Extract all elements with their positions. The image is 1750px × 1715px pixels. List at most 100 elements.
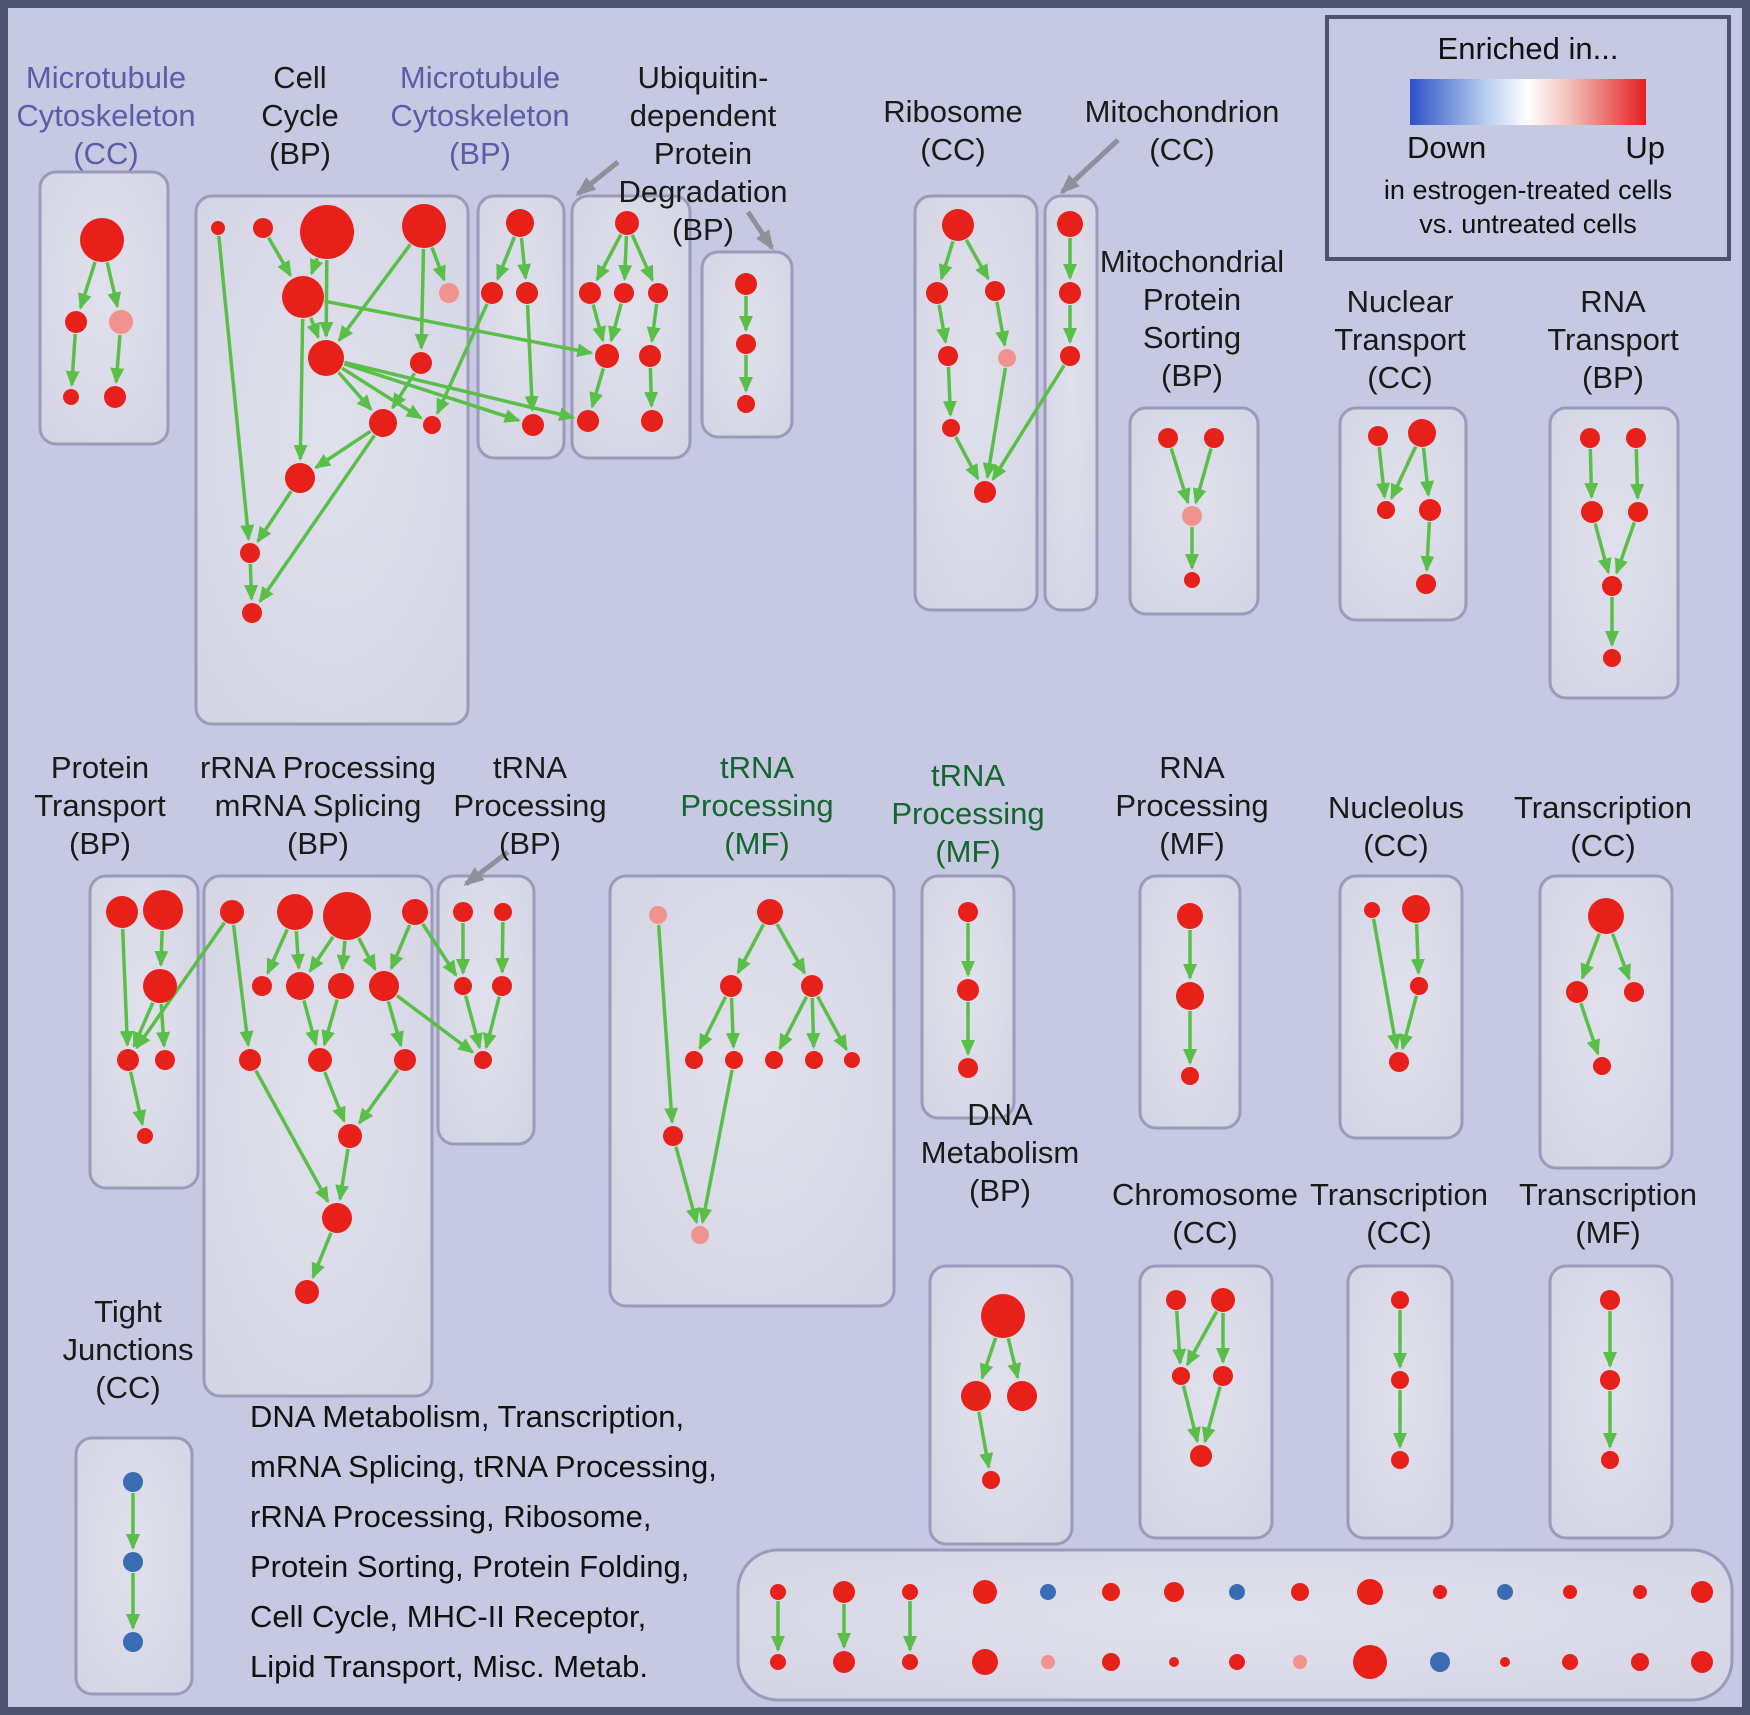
node-e1 bbox=[735, 273, 757, 295]
edge-l2-l6 bbox=[290, 930, 305, 971]
edge-b4-b7 bbox=[414, 248, 429, 351]
footnote-line: Cell Cycle, MHC-II Receptor, bbox=[250, 1599, 647, 1634]
edge-m2-m4 bbox=[495, 921, 510, 975]
edge-u1-u3 bbox=[1006, 1337, 1022, 1380]
edge-a1-a3 bbox=[105, 262, 122, 309]
node-d2 bbox=[579, 282, 601, 304]
node-w3 bbox=[1391, 1451, 1409, 1469]
node-h3 bbox=[1182, 506, 1202, 526]
node-m2 bbox=[494, 903, 512, 921]
node-zt12 bbox=[1497, 1584, 1513, 1600]
edge-c1-c2 bbox=[495, 236, 517, 281]
node-l6 bbox=[286, 972, 314, 1000]
node-k3 bbox=[143, 969, 177, 1003]
node-a3 bbox=[109, 310, 133, 334]
node-s3 bbox=[1410, 977, 1428, 995]
node-zt13 bbox=[1563, 1585, 1577, 1599]
node-zt5 bbox=[1040, 1584, 1056, 1600]
legend-subtitle-2: vs. untreated cells bbox=[1419, 209, 1637, 239]
footnote-text: DNA Metabolism, Transcription,mRNA Splic… bbox=[250, 1392, 810, 1692]
edge-p2-p3 bbox=[736, 923, 766, 975]
edge-b5-d5 bbox=[324, 299, 594, 358]
edge-d1-d4 bbox=[630, 234, 654, 283]
node-p5 bbox=[685, 1051, 703, 1069]
edge-p4-p9 bbox=[816, 995, 848, 1052]
node-u3 bbox=[1007, 1381, 1037, 1411]
node-m4 bbox=[492, 976, 512, 996]
edge-b5-b9 bbox=[293, 318, 308, 462]
edge-t1-t2 bbox=[1580, 933, 1601, 980]
edge-l9-l13 bbox=[254, 1069, 330, 1204]
edge-d1-d3 bbox=[618, 235, 633, 282]
cluster-box-nuclear-transport bbox=[1338, 406, 1468, 622]
edge-i2-i3 bbox=[1389, 445, 1418, 501]
node-l2 bbox=[277, 894, 313, 930]
node-e2 bbox=[736, 334, 756, 354]
node-m5 bbox=[474, 1051, 492, 1069]
edge-b5-b6 bbox=[306, 316, 320, 340]
node-c1 bbox=[506, 209, 534, 237]
node-u2 bbox=[961, 1381, 991, 1411]
edge-k4-k6 bbox=[128, 1071, 147, 1127]
node-p10 bbox=[663, 1126, 683, 1146]
edge-b6-b8 bbox=[337, 371, 373, 411]
edge-h1-h3 bbox=[1169, 447, 1191, 505]
cluster-box-trna-bp bbox=[436, 874, 536, 1146]
node-f2 bbox=[926, 282, 948, 304]
cluster-label-ribosome-cc: Ribosome(CC) bbox=[883, 94, 1023, 167]
node-b9 bbox=[285, 463, 315, 493]
edge-l11-l12 bbox=[357, 1068, 400, 1125]
node-t1 bbox=[1588, 898, 1624, 934]
edge-b4-b12 bbox=[430, 246, 446, 282]
edge-d5-d7 bbox=[589, 367, 606, 409]
edge-l3-l8 bbox=[357, 937, 377, 971]
node-s1 bbox=[1364, 902, 1380, 918]
node-y1 bbox=[123, 1472, 143, 1492]
edge-l2-l5 bbox=[266, 928, 289, 976]
cluster-box-mitochondrion bbox=[1043, 194, 1099, 612]
node-b6 bbox=[308, 340, 344, 376]
edge-v3-v5 bbox=[1181, 1385, 1201, 1444]
cluster-label-transcription-cc-2: Transcription(CC) bbox=[1310, 1177, 1488, 1250]
node-t3 bbox=[1624, 982, 1644, 1002]
edge-l1-k4 bbox=[135, 921, 226, 1050]
edge-s1-s4 bbox=[1371, 918, 1401, 1051]
edge-k1-k4 bbox=[119, 928, 134, 1048]
node-l13 bbox=[322, 1203, 352, 1233]
node-f5 bbox=[998, 349, 1016, 367]
edge-l3-l6 bbox=[308, 935, 335, 973]
edge-l6-l10 bbox=[302, 1000, 319, 1047]
node-zb4 bbox=[972, 1649, 998, 1675]
node-p2 bbox=[757, 899, 783, 925]
node-g1 bbox=[1057, 211, 1083, 237]
node-x2 bbox=[1600, 1370, 1620, 1390]
edge-p10-p11 bbox=[674, 1146, 700, 1225]
node-b13 bbox=[423, 416, 441, 434]
node-b8 bbox=[369, 409, 397, 437]
node-g2 bbox=[1059, 282, 1081, 304]
edge-b10-b11 bbox=[244, 563, 259, 602]
edge-m3-m5 bbox=[463, 995, 483, 1050]
node-a4 bbox=[63, 389, 79, 405]
node-k1 bbox=[106, 896, 138, 928]
node-zt1 bbox=[770, 1584, 786, 1600]
node-zt8 bbox=[1229, 1584, 1245, 1600]
edge-p4-p7 bbox=[778, 995, 809, 1051]
node-v5 bbox=[1190, 1445, 1212, 1467]
edge-a1-a2 bbox=[78, 261, 97, 310]
node-b5 bbox=[282, 276, 324, 318]
edge-u1-u2 bbox=[979, 1337, 998, 1380]
edge-k2-k3 bbox=[154, 930, 169, 968]
node-v4 bbox=[1213, 1366, 1233, 1386]
node-b2 bbox=[253, 218, 273, 238]
annotation-arrow-2 bbox=[745, 210, 775, 251]
edge-b4-b6 bbox=[337, 243, 412, 342]
node-zt9 bbox=[1291, 1583, 1309, 1601]
legend-up-label: Up bbox=[1625, 130, 1665, 165]
